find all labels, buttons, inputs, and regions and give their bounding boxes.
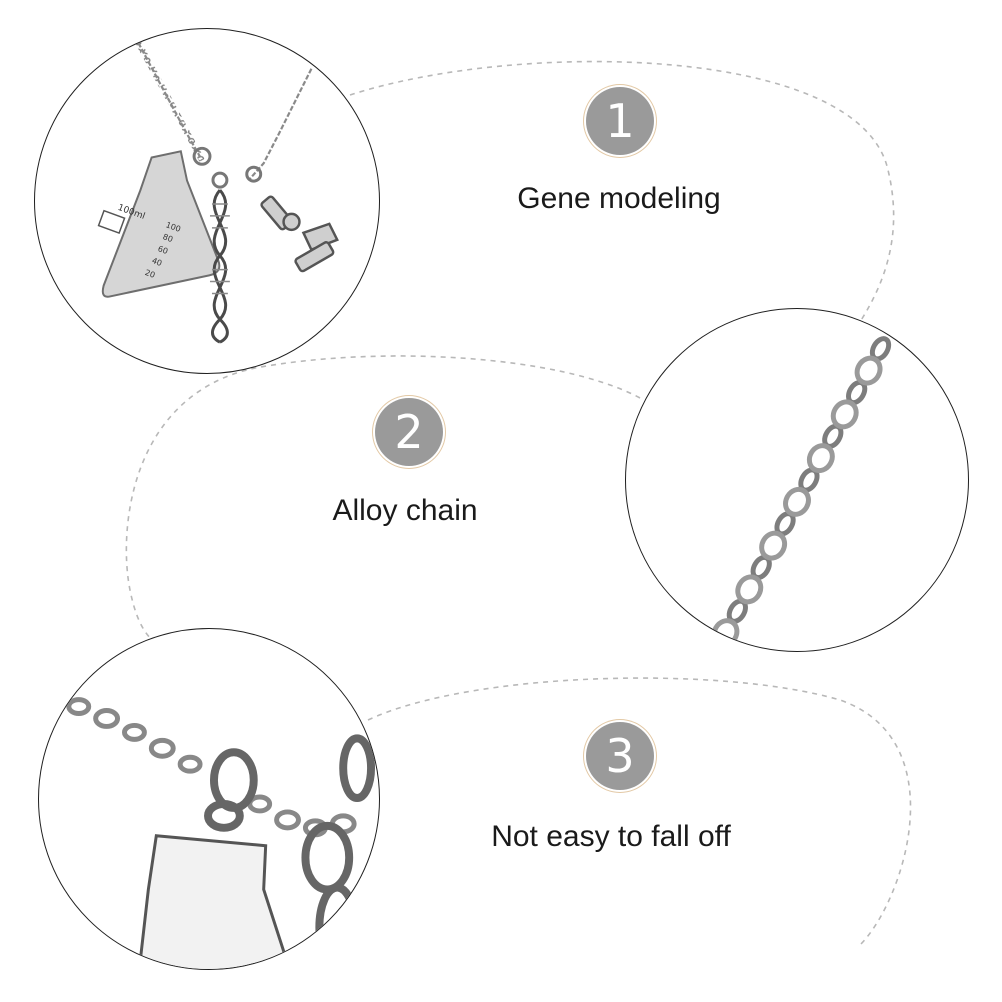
feature-number-badge: 2 [375,398,443,466]
clasp-detail-photo [38,628,380,970]
feature-number-badge: 3 [586,722,654,790]
beaker-mark: 40 [151,256,164,268]
feature-label: Alloy chain [332,494,478,527]
beaker-mark: 20 [144,268,157,280]
feature-label: Gene modeling [517,182,721,215]
feature-number-badge: 1 [586,87,654,155]
feature-label: Not easy to fall off [491,820,731,853]
beaker-mark: 80 [162,232,175,244]
chain-closeup-photo [625,308,969,652]
beaker-charm: 100ml 100 80 60 40 20 [97,150,221,298]
microscope-charm [260,195,339,273]
beaker-mark: 60 [157,244,170,256]
pendant-overview-photo: 100ml 100 80 60 40 20 [34,28,380,374]
dna-charm [209,189,230,344]
